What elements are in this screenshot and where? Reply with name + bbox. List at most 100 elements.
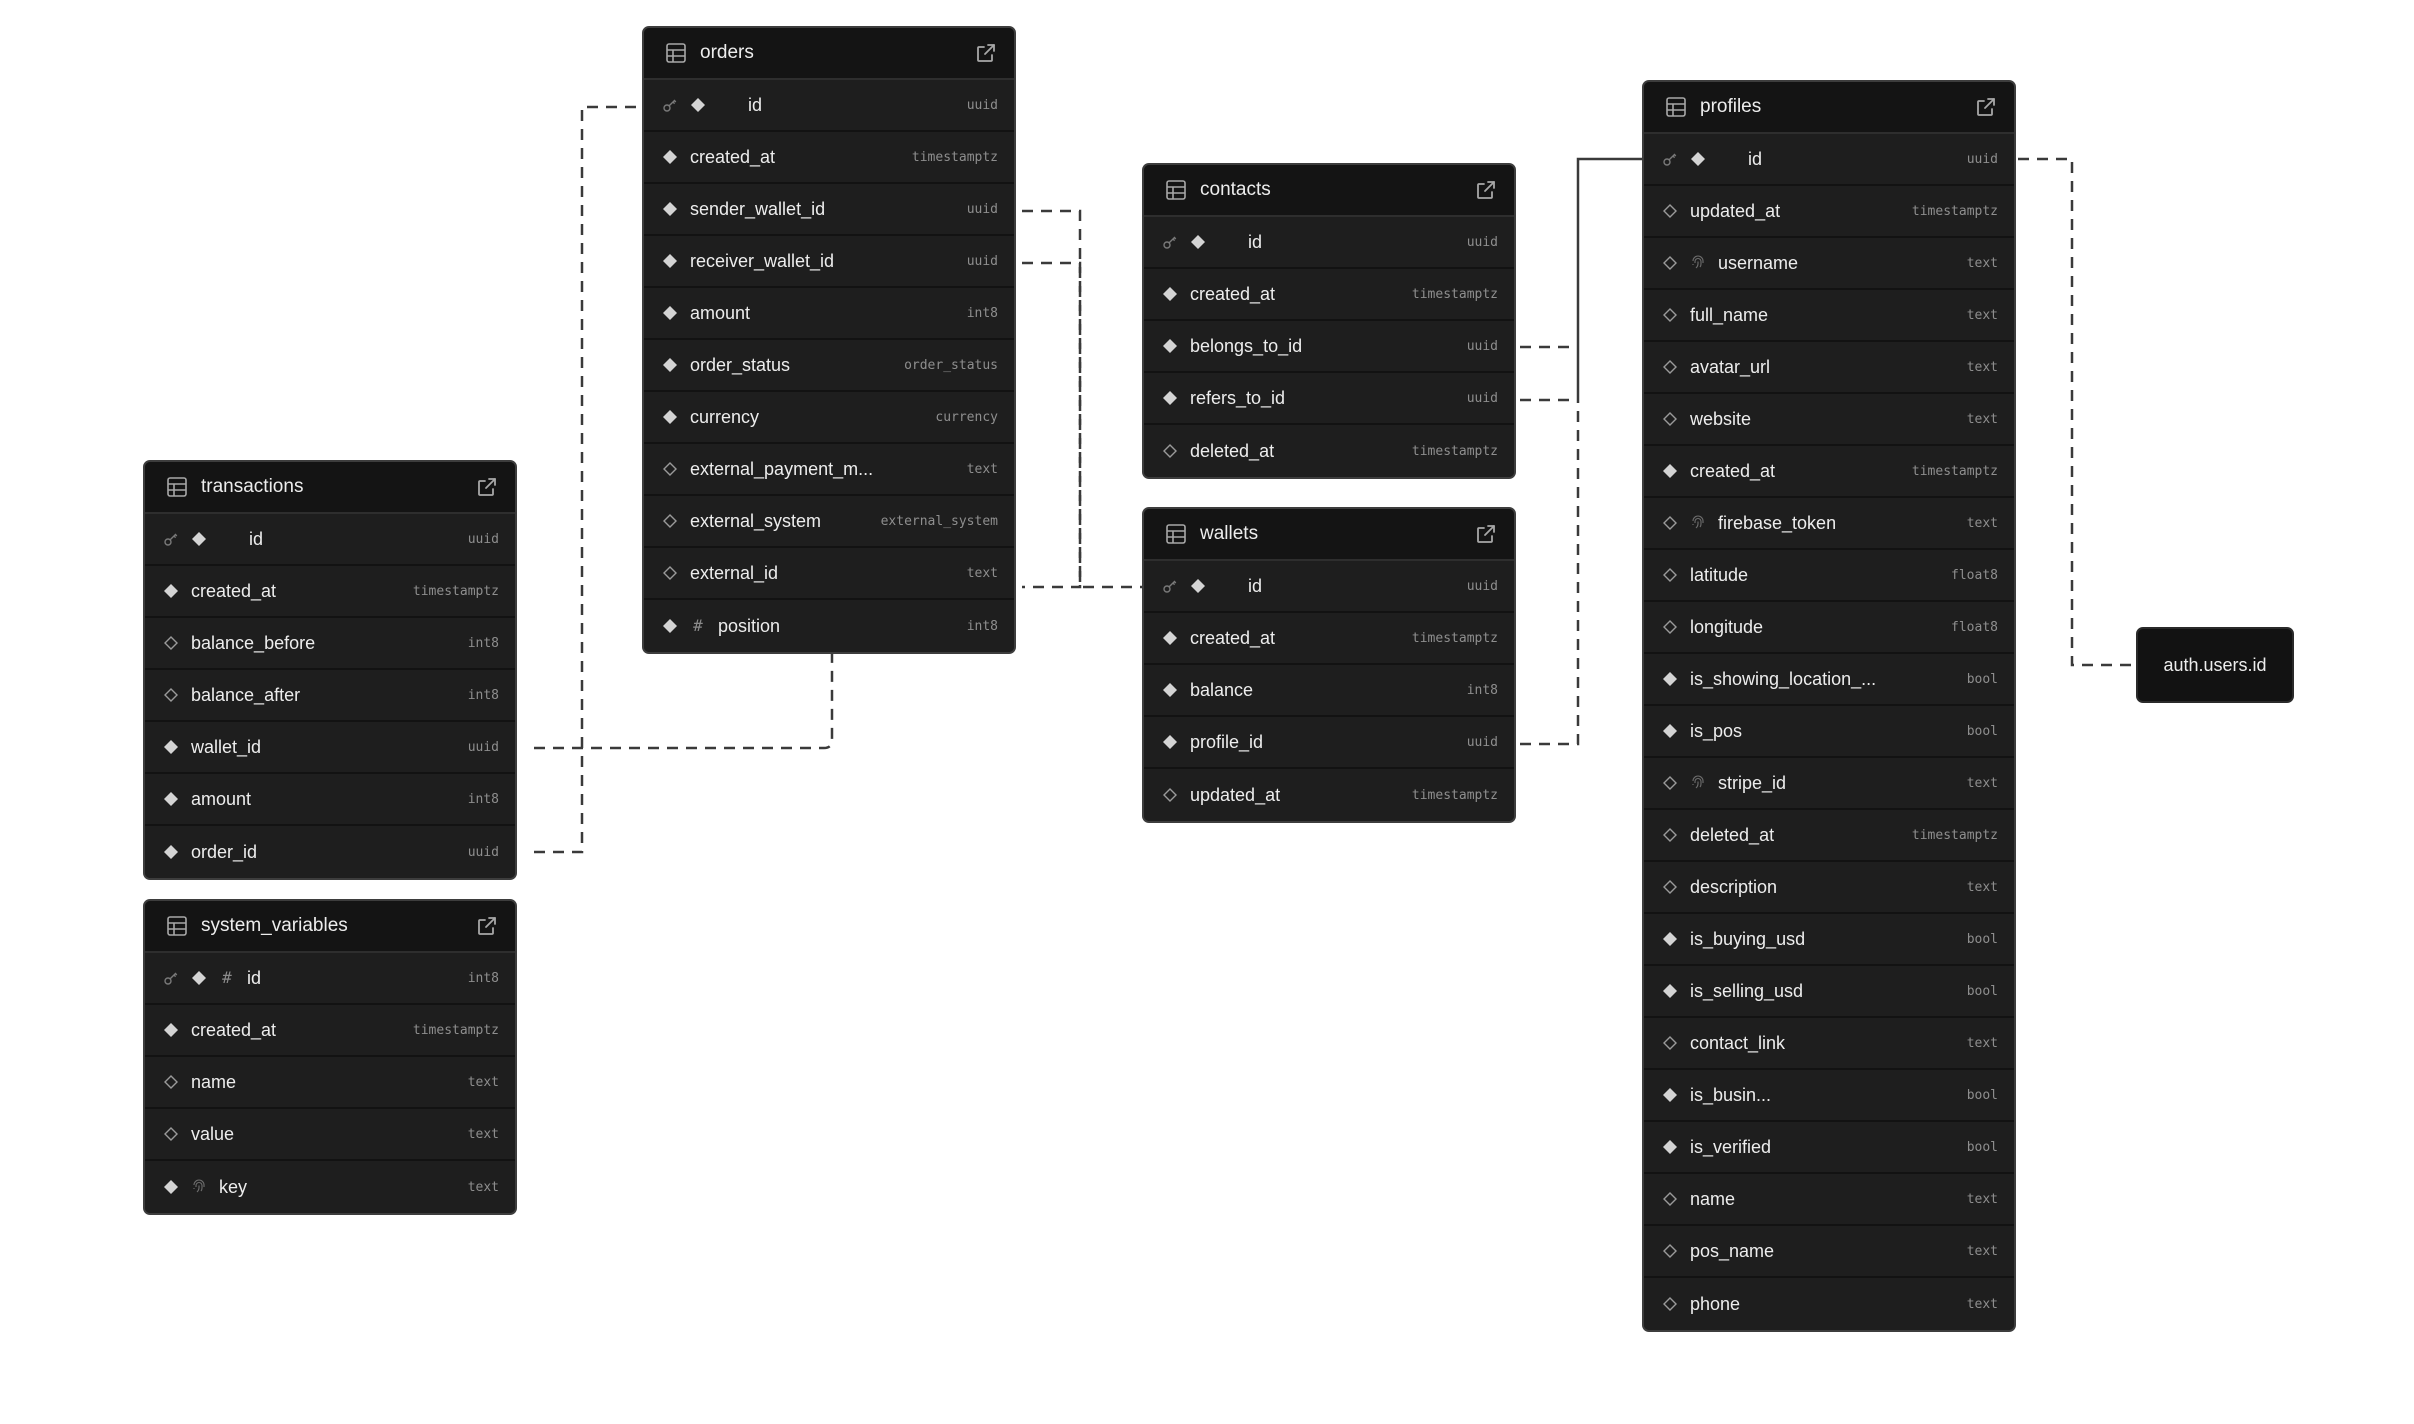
external-link-icon[interactable] (475, 475, 499, 499)
column-name: is_verified (1690, 1136, 1772, 1157)
nullable-diamond-icon (1162, 787, 1178, 803)
table-header[interactable]: transactions (145, 462, 515, 514)
column-icons (1662, 1087, 1690, 1103)
primary-key-icon (662, 97, 678, 113)
column-icons (662, 461, 690, 477)
external-link-icon[interactable] (1974, 95, 1998, 119)
column-type: text (966, 565, 998, 581)
non-nullable-diamond-icon (1162, 630, 1178, 646)
non-nullable-diamond-icon (163, 583, 179, 599)
non-nullable-diamond-icon (1190, 578, 1206, 594)
nullable-diamond-icon (1662, 619, 1678, 635)
table-header[interactable]: contacts (1144, 165, 1514, 217)
nullable-diamond-icon (1662, 1243, 1678, 1259)
column-name: website (1690, 408, 1752, 429)
column-name: created_at (1190, 627, 1276, 648)
table-header[interactable]: system_variables (145, 901, 515, 953)
edge-orders-position-transactions-wallet_id (534, 652, 834, 750)
nullable-diamond-icon (1662, 307, 1678, 323)
external-link-icon[interactable] (1474, 522, 1498, 546)
column-row[interactable]: is_busin...bool (1644, 1070, 2014, 1122)
table-header[interactable]: profiles (1644, 82, 2014, 134)
column-icons (163, 635, 191, 651)
column-icons (1662, 1243, 1690, 1259)
column-icons (1662, 827, 1690, 843)
column-name: value (191, 1123, 235, 1144)
column-icons (662, 565, 690, 581)
non-nullable-diamond-icon (662, 409, 678, 425)
unique-fingerprint-icon (1690, 515, 1706, 531)
external-link-icon[interactable] (475, 914, 499, 938)
table-header[interactable]: wallets (1144, 509, 1514, 561)
column-type: bool (1966, 723, 1998, 739)
column-row[interactable]: external_payment_m...text (644, 444, 1014, 496)
table-name: system_variables (201, 915, 348, 936)
column-row[interactable]: is_showing_location_...bool (1644, 654, 2014, 706)
external-node-auth-users-id[interactable]: auth.users.id (2136, 627, 2294, 703)
external-link-icon[interactable] (1474, 178, 1498, 202)
nullable-diamond-icon (1662, 1035, 1678, 1051)
external-link-icon[interactable] (974, 41, 998, 65)
table-header[interactable]: orders (644, 28, 1014, 80)
